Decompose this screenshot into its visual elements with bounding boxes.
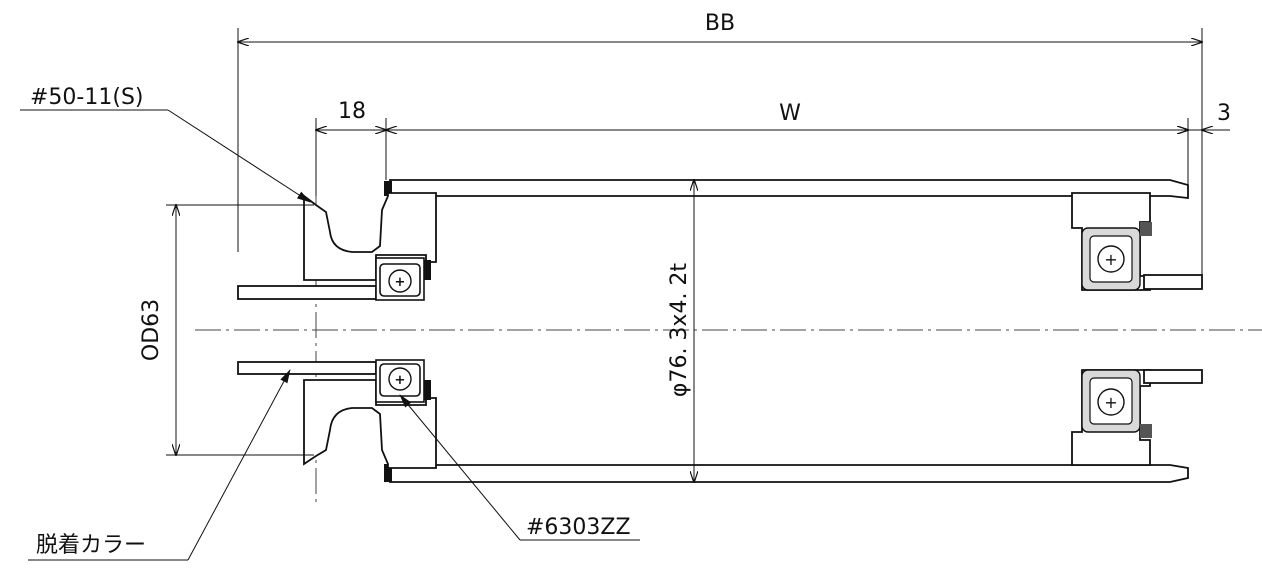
callout-sprocket: #50-11(S) <box>20 85 311 203</box>
svg-text:+: + <box>395 275 406 290</box>
roller-tube <box>384 179 1189 483</box>
left-end-assembly: + + <box>237 192 437 469</box>
dim-collar-offset: 18 <box>338 99 366 124</box>
dim-end-gap: 3 <box>1217 101 1231 126</box>
callout-bearing-label: #6303ZZ <box>526 515 631 540</box>
dim-overall-length: BB <box>705 11 735 36</box>
callout-sprocket-label: #50-11(S) <box>30 85 144 110</box>
dimension-lines <box>176 42 1230 482</box>
dim-face-width: W <box>779 101 801 126</box>
callout-bearing: #6303ZZ <box>399 394 640 541</box>
dim-tube-spec: φ76. 3x4. 2t <box>667 263 692 397</box>
svg-text:+: + <box>1104 393 1117 412</box>
dim-groove-diameter: OD63 <box>139 299 164 361</box>
callout-collar-label: 脱着カラー <box>36 533 146 558</box>
callout-collar: 脱着カラー <box>28 369 291 561</box>
right-end-assembly: + + <box>1071 192 1203 466</box>
svg-text:+: + <box>1104 250 1117 269</box>
svg-text:+: + <box>395 373 406 388</box>
